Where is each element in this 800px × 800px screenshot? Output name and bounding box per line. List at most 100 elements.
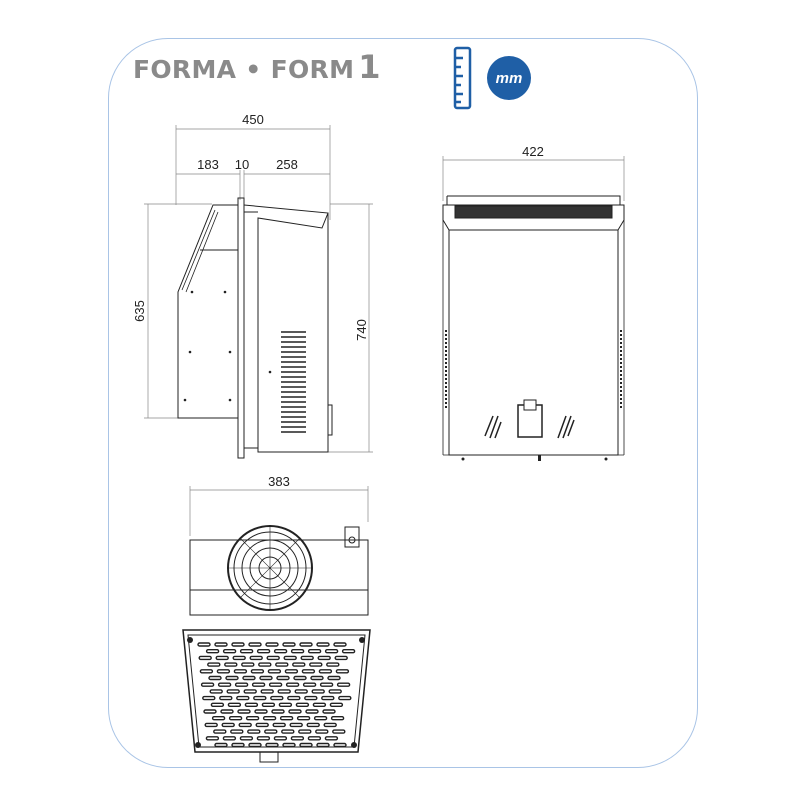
- vent-slot: [323, 722, 337, 728]
- vent-slot: [251, 682, 266, 687]
- vent-slot: [295, 702, 310, 707]
- vent-slot: [233, 669, 248, 674]
- vent-slot: [333, 742, 347, 748]
- vent-slot: [310, 675, 324, 681]
- vent-slot: [282, 742, 296, 748]
- vent-slot: [271, 709, 285, 714]
- vent-slot: [227, 702, 242, 707]
- vent-slot: [221, 722, 235, 728]
- vent-slot: [330, 716, 345, 721]
- vent-slot: [317, 655, 331, 661]
- vent-slot: [282, 642, 296, 647]
- vent-slot: [324, 649, 339, 654]
- vent-slot: [209, 689, 223, 694]
- vent-slot: [329, 702, 344, 707]
- vent-slot: [211, 716, 226, 721]
- vent-slot: [210, 702, 225, 707]
- vent-slot: [242, 675, 256, 681]
- vent-slot: [236, 695, 250, 701]
- dim-depth-flange: 10: [235, 157, 249, 172]
- vent-slot: [222, 736, 237, 741]
- vent-slot: [333, 642, 347, 647]
- vent-slot: [273, 736, 288, 741]
- vent-slot: [207, 662, 221, 667]
- vent-slot: [265, 642, 279, 647]
- vent-slot: [216, 669, 231, 674]
- vent-slot: [217, 682, 232, 687]
- vent-slot: [267, 669, 282, 674]
- vent-slot: [283, 655, 297, 661]
- vent-slot: [307, 736, 322, 741]
- vent-slot: [299, 742, 313, 748]
- vent-slot: [243, 689, 257, 694]
- vent-slot: [284, 669, 299, 674]
- vent-slot: [270, 695, 284, 701]
- vent-slot: [327, 675, 341, 681]
- vent-slot: [214, 642, 228, 647]
- vent-slot: [245, 716, 260, 721]
- vent-slot: [259, 675, 273, 681]
- vent-slot: [305, 709, 319, 714]
- mm-label: mm: [496, 70, 523, 87]
- dim-height-total: 740: [354, 319, 369, 341]
- vent-slot: [304, 695, 318, 701]
- vent-slot: [277, 689, 291, 694]
- vent-slot: [307, 649, 322, 654]
- vent-slot: [231, 742, 245, 748]
- dim-depth-inner: 258: [276, 157, 298, 172]
- vent-slot: [298, 729, 312, 734]
- vent-slot: [261, 702, 276, 707]
- vent-slot: [338, 695, 352, 701]
- vent-slot: [215, 655, 229, 661]
- vent-slot: [265, 742, 279, 748]
- dim-front-width: 422: [522, 144, 544, 159]
- vent-slot: [248, 742, 262, 748]
- vent-slot: [324, 736, 339, 741]
- vent-slot: [197, 642, 211, 647]
- bottom-view: [182, 486, 371, 763]
- vent-slot: [293, 675, 307, 681]
- front-view: [442, 156, 625, 461]
- vent-slot: [316, 642, 330, 647]
- vent-slot: [275, 662, 289, 667]
- vent-slot: [205, 736, 220, 741]
- vent-slot: [249, 655, 263, 661]
- vent-slot: [288, 709, 302, 714]
- vent-slot: [250, 669, 265, 674]
- vent-slot: [316, 742, 330, 748]
- vent-slot: [266, 655, 280, 661]
- vent-slot: [285, 682, 300, 687]
- card-frame: [108, 38, 698, 768]
- vent-slot: [264, 729, 278, 734]
- vent-slot: [203, 709, 217, 714]
- vent-slot: [262, 716, 277, 721]
- dim-height-outer: 635: [132, 300, 147, 322]
- vent-slot: [319, 682, 334, 687]
- vent-slot: [273, 649, 288, 654]
- vent-slot: [258, 662, 272, 667]
- vent-slot: [301, 669, 316, 674]
- vent-slot: [198, 655, 212, 661]
- vent-slot: [247, 729, 261, 734]
- vent-slot: [335, 669, 350, 674]
- vent-slot: [278, 702, 293, 707]
- vent-slot: [272, 722, 286, 728]
- side-view: [144, 125, 373, 459]
- vent-slot: [299, 642, 313, 647]
- vent-slot: [334, 655, 348, 661]
- vent-slot: [268, 682, 283, 687]
- vent-slots: [197, 642, 356, 748]
- vent-slot: [208, 675, 222, 681]
- vent-slot: [322, 709, 336, 714]
- vent-slot: [300, 655, 314, 661]
- vent-slot: [224, 662, 238, 667]
- dim-bottom-width: 383: [268, 474, 290, 489]
- vent-slot: [309, 662, 323, 667]
- vent-slot: [302, 682, 317, 687]
- vent-slot: [205, 649, 220, 654]
- vent-slot: [256, 736, 271, 741]
- vent-slot: [231, 642, 245, 647]
- vent-slot: [239, 736, 254, 741]
